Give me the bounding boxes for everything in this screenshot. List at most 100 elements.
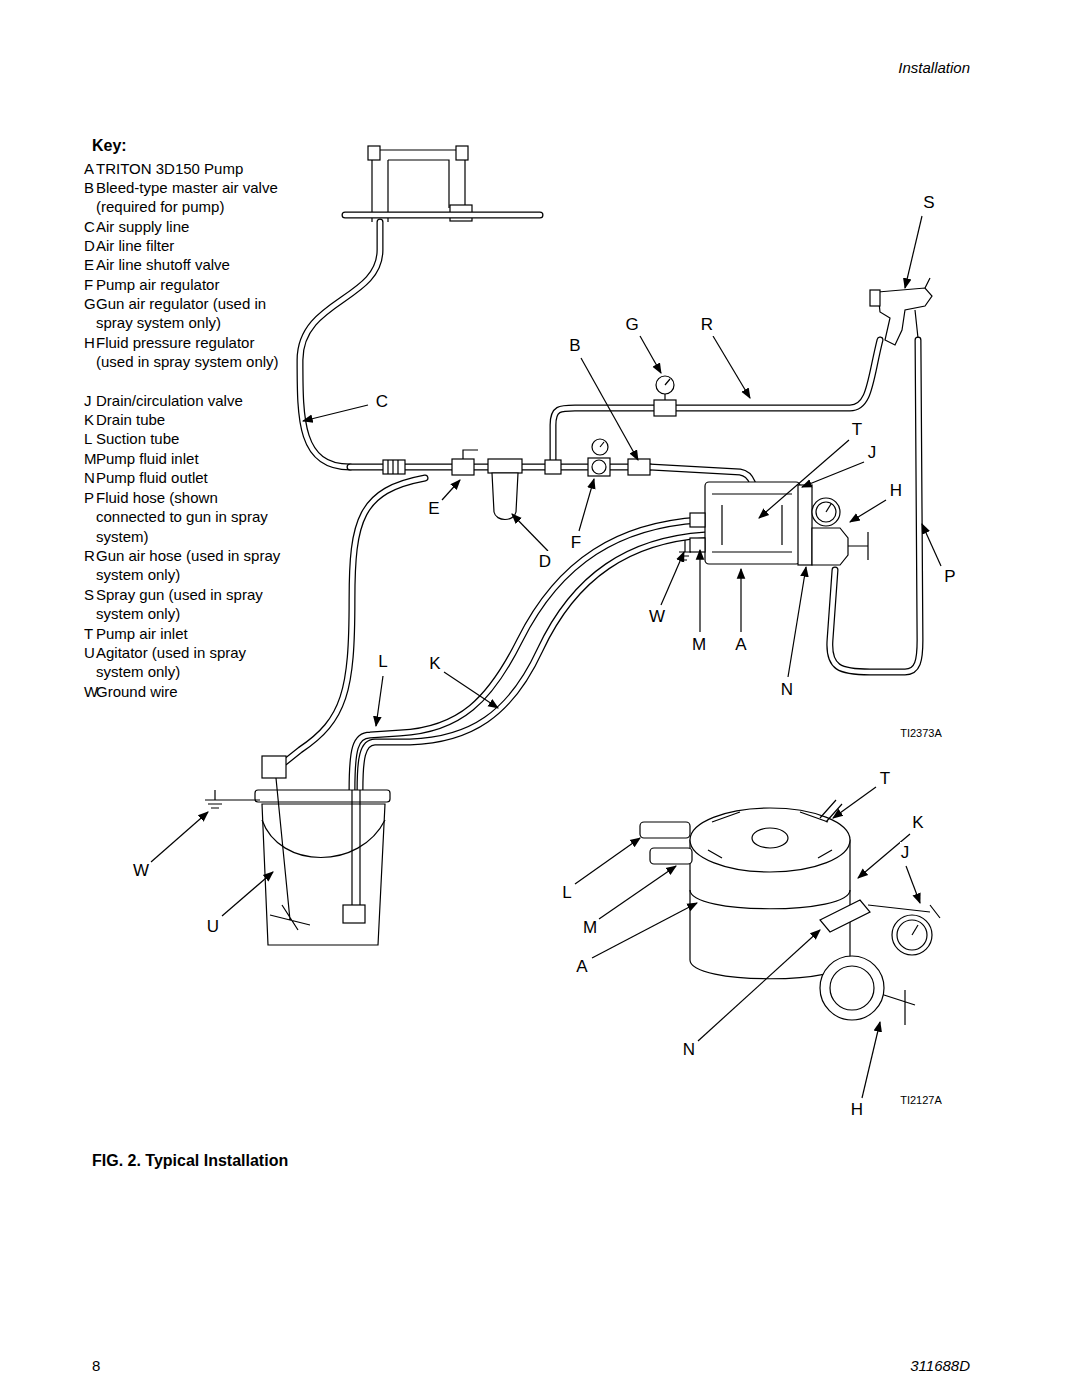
leader-line — [222, 872, 273, 916]
pump-detail-part — [868, 905, 940, 1025]
pump-detail-part — [830, 966, 874, 1010]
spray-gun-part — [915, 278, 930, 338]
key-description: Suction tube — [96, 429, 288, 449]
pump-part — [712, 494, 792, 552]
document-number: 311688D — [910, 1356, 970, 1376]
leader-line — [922, 524, 941, 566]
figure-code: TI2373A — [900, 726, 942, 740]
key-letter: F — [84, 275, 93, 295]
hoses-part — [345, 213, 540, 218]
manifold-fittings-part — [628, 459, 650, 475]
material-bucket-part — [270, 768, 310, 930]
hoses-part — [300, 222, 380, 467]
key-letter: N — [84, 468, 95, 488]
manifold-fittings-part — [463, 450, 478, 459]
key-description: Bleed-type master air valve (required fo… — [96, 178, 288, 217]
manifold-fittings-part — [388, 460, 398, 474]
manifold-fittings — [383, 376, 676, 520]
pump-part — [679, 540, 691, 560]
key-letter: B — [84, 178, 94, 198]
hoses-part — [360, 535, 705, 790]
leader-line — [833, 787, 876, 818]
leader-line — [788, 567, 806, 677]
pump-part — [816, 502, 836, 522]
callout-letter: S — [922, 192, 935, 214]
spray-gun-part — [878, 288, 932, 345]
key-letter: P — [84, 488, 94, 508]
key-letter: J — [84, 391, 92, 411]
leader-line — [905, 216, 922, 288]
material-bucket-part — [343, 905, 365, 923]
figure-code: TI2127A — [900, 1093, 942, 1107]
leader-line — [640, 336, 661, 373]
key-description: Drain/circulation valve — [96, 391, 288, 411]
callout-letter: D — [538, 551, 552, 573]
key-letter: R — [84, 546, 95, 566]
spray-gun-part — [870, 290, 880, 306]
callout-letter: A — [575, 956, 588, 978]
key-description: Ground wire — [96, 682, 288, 702]
callout-letter: T — [879, 768, 891, 790]
pump-detail-part — [690, 808, 850, 872]
pump-detail-part — [912, 925, 918, 935]
leader-line — [592, 903, 697, 958]
callout-letter: A — [734, 634, 747, 656]
leader-line — [699, 550, 700, 632]
leader-line — [740, 569, 741, 632]
callout-letter: H — [850, 1099, 864, 1121]
leader-line — [713, 336, 750, 398]
callout-letter: L — [561, 882, 572, 904]
hoses-part — [553, 340, 880, 467]
hoses — [285, 215, 920, 790]
callout-letter: T — [851, 419, 863, 441]
callout-letter: P — [943, 566, 956, 588]
callout-letter: N — [780, 679, 794, 701]
callout-letter: B — [568, 335, 581, 357]
pump-detail-part — [820, 900, 870, 932]
leader-line — [444, 672, 498, 708]
pump-part — [690, 513, 705, 527]
callout-letter: M — [691, 634, 707, 656]
hoses-part — [830, 340, 920, 672]
leader-line — [151, 812, 208, 862]
callout-letter: E — [427, 498, 440, 520]
callout-letter: R — [700, 314, 714, 336]
leader-line — [512, 514, 548, 551]
key-description: Pump air regulator — [96, 275, 288, 295]
hoses-part — [285, 478, 425, 762]
leader-line — [858, 834, 910, 878]
manifold-fittings-part — [488, 459, 522, 473]
callout-letter: G — [624, 314, 639, 336]
air-piping-part — [368, 146, 380, 160]
pump — [679, 482, 868, 565]
pump-detail-part — [892, 915, 932, 955]
key-description: Pump air inlet — [96, 624, 288, 644]
manifold-fittings-part — [588, 458, 610, 476]
leader-line — [442, 480, 460, 500]
key-letter: L — [84, 429, 92, 449]
callout-letter: U — [206, 916, 220, 938]
leader-line — [581, 358, 638, 460]
pump-part — [798, 485, 812, 565]
key-letter: K — [84, 410, 94, 430]
pump-detail-part — [708, 812, 832, 858]
hoses-part — [830, 340, 920, 672]
callout-letter: W — [132, 860, 150, 882]
pump-part — [826, 504, 831, 512]
manifold-fittings-part — [592, 460, 606, 474]
leader-line — [579, 479, 594, 531]
key-description: Air line shutoff valve — [96, 255, 288, 275]
key-letter: A — [84, 159, 94, 179]
key-description: Gun air regulator (used in spray system … — [96, 294, 288, 333]
leader-line — [303, 405, 368, 421]
pump-detail-part — [752, 828, 788, 848]
material-bucket-part — [255, 790, 390, 802]
leader-line — [906, 866, 920, 903]
leader-line — [376, 676, 383, 726]
leader-line — [850, 500, 886, 522]
key-letter: U — [84, 643, 95, 663]
pump-detail-part — [820, 956, 884, 1020]
manifold-fittings-part — [654, 400, 676, 416]
material-bucket-part — [352, 790, 360, 905]
pump-detail-part — [690, 890, 850, 909]
